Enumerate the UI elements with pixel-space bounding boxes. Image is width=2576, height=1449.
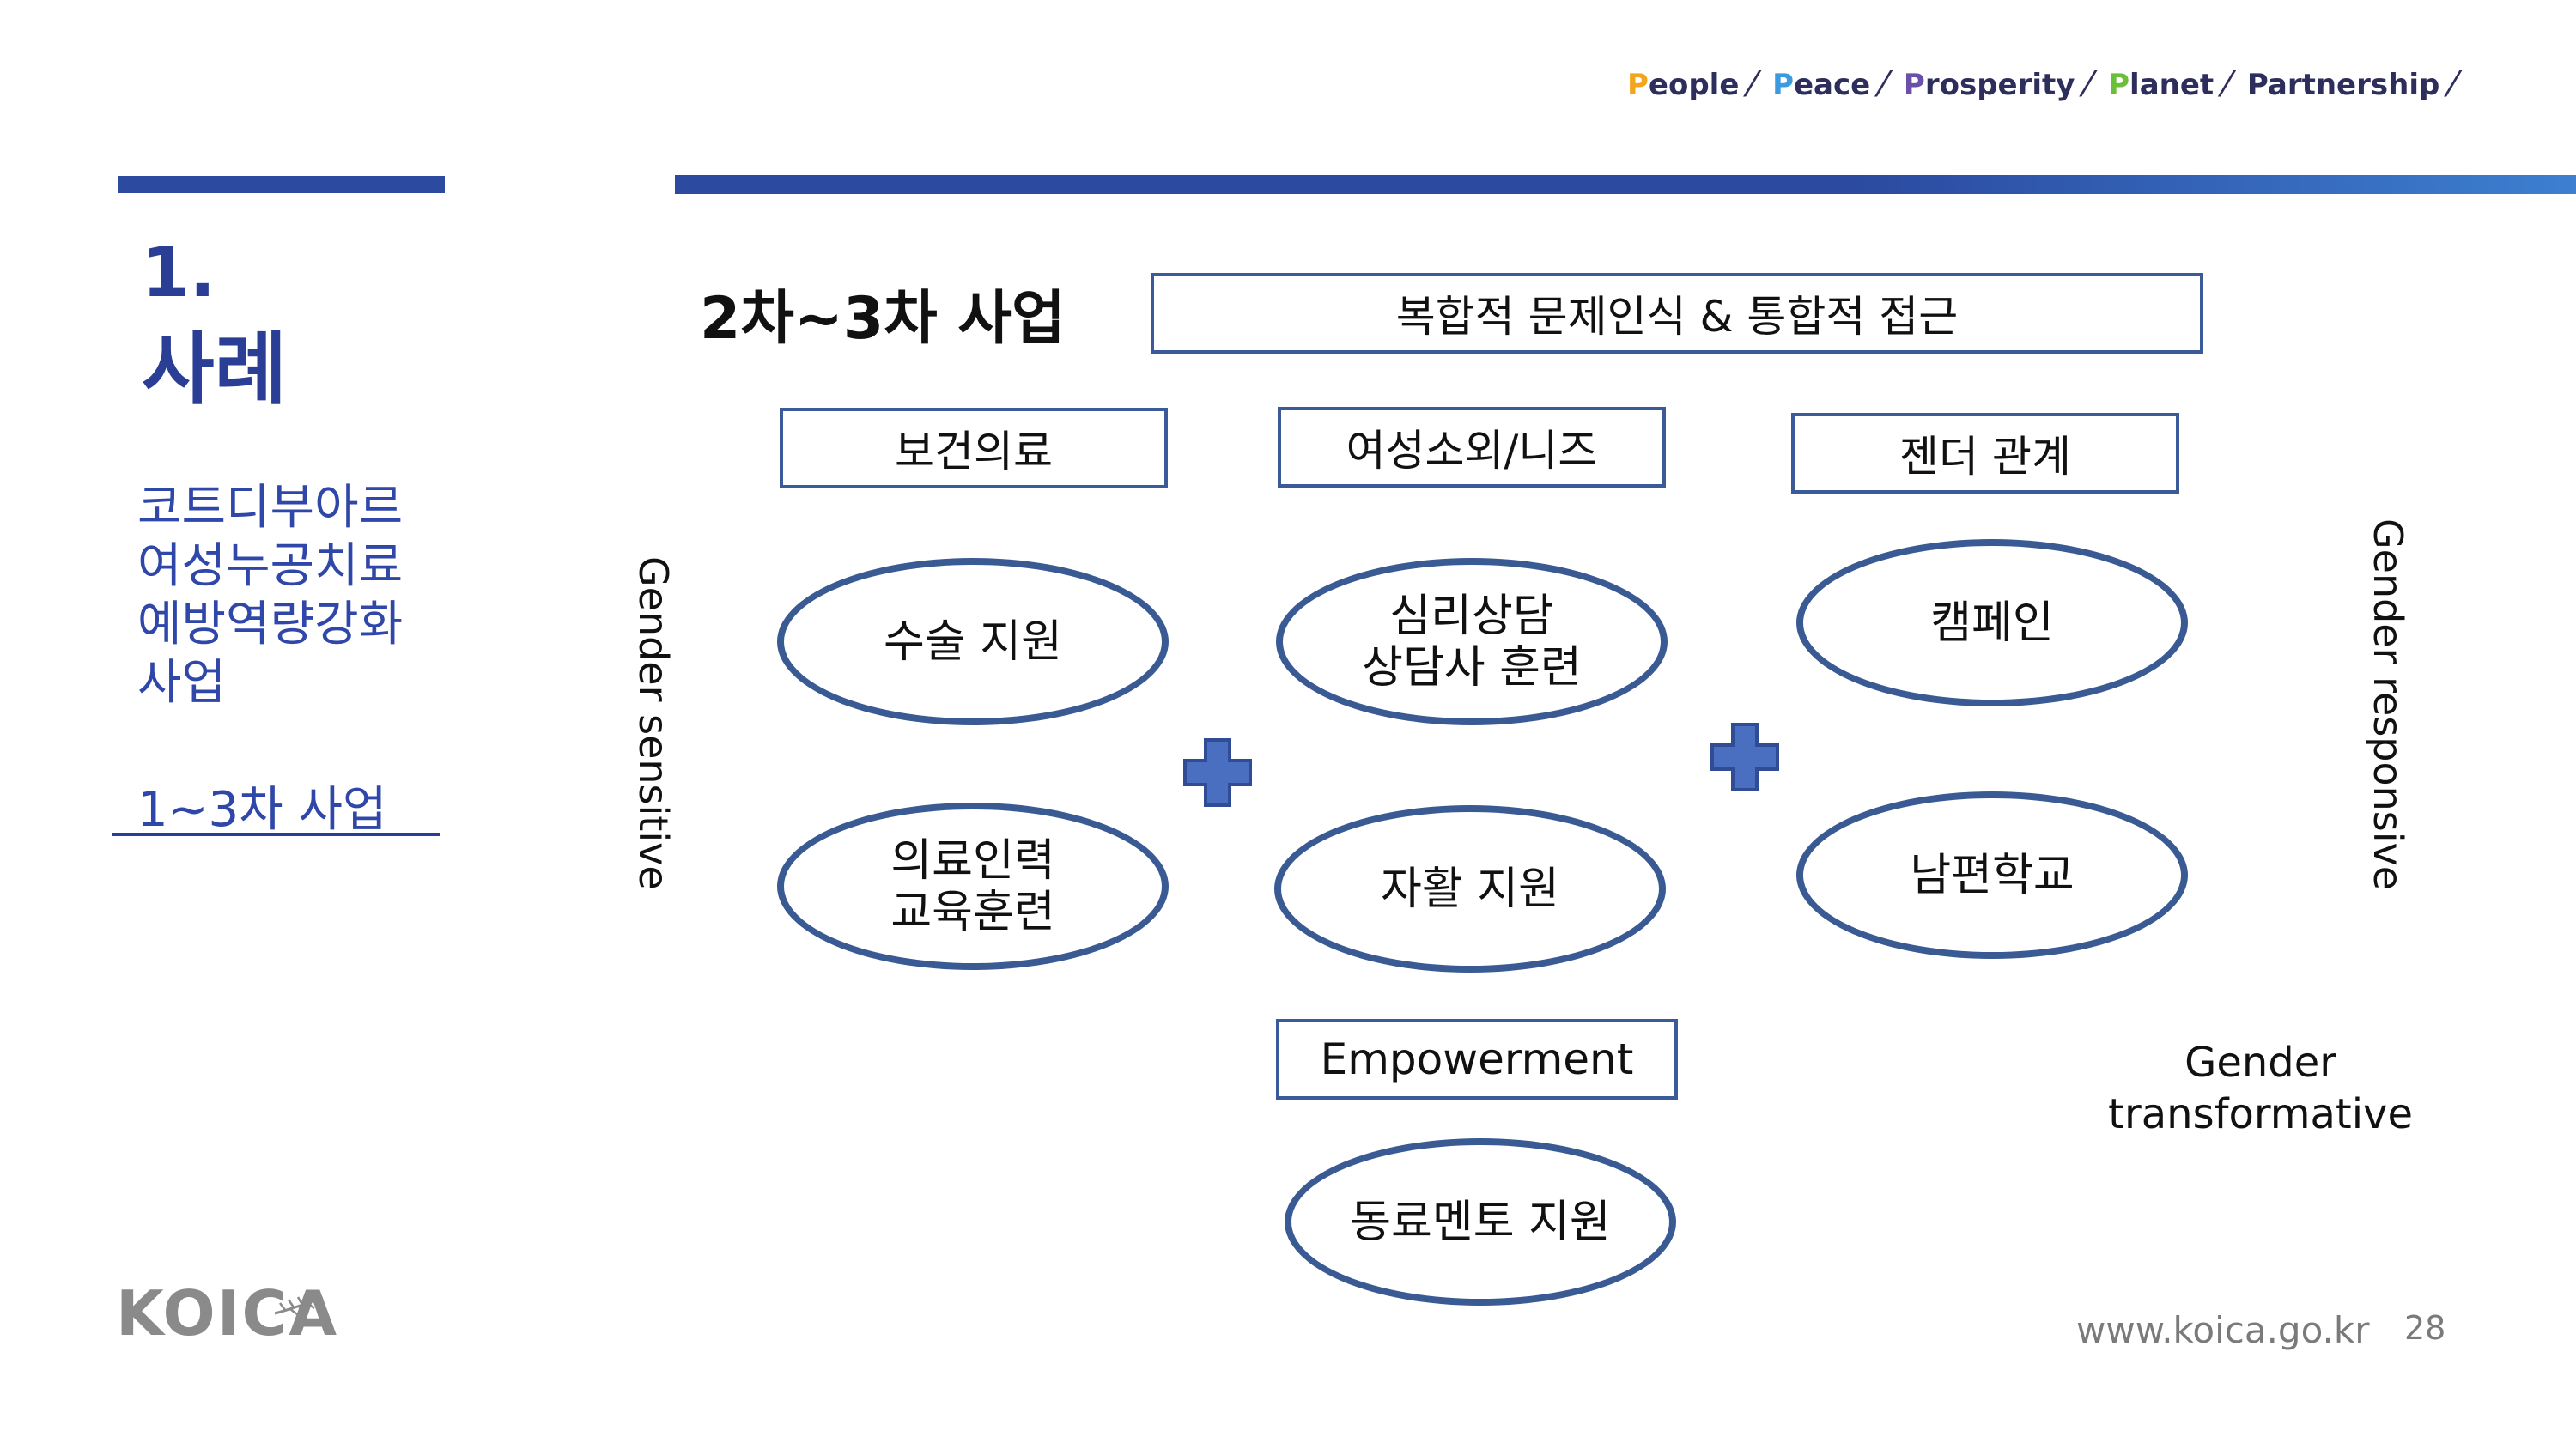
text-line: 상담사 훈련 [1362,641,1582,694]
footer-url[interactable]: www.koica.go.kr [2076,1309,2370,1351]
pillar-partnership: Partnership [2247,68,2445,102]
ellipse-husband-school: 남편학교 [1796,791,2188,959]
page-number: 28 [2404,1309,2446,1347]
pillar-slash: ⁄ [2224,65,2230,105]
pillar-first-letter: P [1903,68,1925,102]
project-name-line: 사업 [137,655,227,711]
ellipse-label: 자활 지원 [1381,863,1559,915]
empowerment-box: Empowerment [1276,1019,1678,1100]
main-accent-bar [675,175,2576,194]
range-underline [112,833,440,836]
text-line: 의료인력 [890,834,1055,887]
category-gender: 젠더 관계 [1791,413,2179,494]
pillar-rest: artnership [2267,68,2440,102]
plus-icon [1710,723,1779,791]
pillar-first-letter: P [2108,68,2130,102]
category-women: 여성소외/니즈 [1278,407,1666,488]
category-health: 보건의료 [780,408,1168,488]
ellipse-peer-mentor: 동료멘토 지원 [1285,1138,1676,1306]
leaf-icon-shape [274,1296,324,1315]
pillar-people: People [1627,68,1744,102]
five-p-header: People⁄ Peace⁄ Prosperity⁄ Planet⁄ Partn… [1627,65,2456,105]
ellipse-campaign: 캠페인 [1796,539,2188,706]
section-title: 사례 [142,324,288,415]
slide-title: 2차~3차 사업 [700,285,1066,353]
pillar-prosperity: Prosperity [1904,68,2081,102]
pillar-planet: Planet [2108,68,2219,102]
koica-logo: KOICA [116,1277,339,1349]
pillar-rest: lanet [2129,68,2215,102]
project-range: 1~3차 사업 [137,782,387,838]
text-line: Gender [2184,1039,2337,1087]
pillar-slash: ⁄ [1880,65,1886,105]
plus-icon-shape [1183,738,1252,807]
ellipse-surgery-support: 수술 지원 [777,558,1169,725]
leaf-icon [274,1294,324,1315]
pillar-rest: rosperity [1924,68,2075,102]
pillar-slash: ⁄ [2450,65,2456,105]
leaf-icon-shape [279,1294,315,1315]
text-line: 심리상담 [1389,590,1554,642]
label-gender-sensitive: Gender sensitive [630,556,677,890]
ellipse-self-support: 자활 지원 [1274,805,1666,973]
pillar-slash: ⁄ [1749,65,1756,105]
label-gender-responsive: Gender responsive [2365,518,2411,891]
pillar-first-letter: P [1772,68,1794,102]
pillar-peace: Peace [1772,68,1875,102]
pillar-slash: ⁄ [2085,65,2092,105]
project-name-line: 여성누공치료 [137,538,404,594]
integrated-approach-box: 복합적 문제인식 & 통합적 접근 [1151,273,2203,354]
ellipse-label: 동료멘토 지원 [1350,1196,1611,1248]
text-line: transformative [2108,1090,2413,1138]
plus-icon [1183,738,1252,807]
project-name: 코트디부아르 여성누공치료 예방역량강화 사업 [137,479,498,712]
project-name-line: 예방역량강화 [137,597,404,652]
pillar-first-letter: P [1626,68,1649,102]
project-name-line: 코트디부아르 [137,480,404,536]
ellipse-label: 수술 지원 [884,615,1062,668]
left-accent-bar [118,176,445,193]
pillar-rest: eople [1648,68,1740,102]
pillar-rest: eace [1794,68,1871,102]
ellipse-label: 남편학교 [1910,849,2075,901]
plus-icon-shape [1710,723,1779,791]
ellipse-label: 캠페인 [1930,597,2054,649]
text-line: 교육훈련 [890,886,1055,938]
section-number: 1. [142,233,216,312]
pillar-first-letter: P [2246,68,2268,102]
